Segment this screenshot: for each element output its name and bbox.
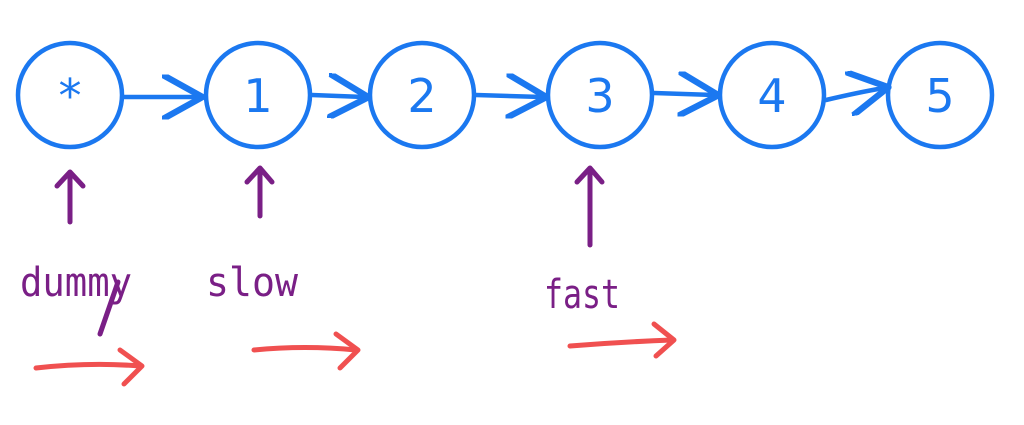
node-label: 1: [243, 69, 272, 123]
next-arrow: [473, 95, 542, 97]
node-label: 5: [925, 69, 954, 123]
slow-label: slow: [206, 260, 299, 306]
node-dummy: *: [15, 40, 125, 150]
dummy-motion-arrow: [33, 347, 145, 387]
slow-pointer-arrow: [244, 165, 275, 219]
dummy-label-tail: [97, 279, 121, 337]
node-4: 4: [717, 40, 827, 150]
node-circle: [15, 40, 125, 150]
fast-pointer-arrow: [574, 165, 605, 248]
next-arrow: [309, 95, 364, 97]
node-label: 3: [585, 69, 614, 123]
slow-motion-arrow: [251, 331, 361, 371]
next-arrow: [823, 88, 884, 100]
dummy-pointer-arrow: [54, 169, 86, 225]
node-label: 4: [757, 69, 786, 123]
next-arrows: [121, 88, 884, 100]
node-3: 3: [545, 40, 655, 150]
node-label: 2: [407, 69, 436, 123]
fast-motion-arrow: [567, 321, 677, 359]
pointer-arrows: [54, 165, 605, 248]
node-1: 1: [203, 40, 313, 150]
fast-label: fast: [544, 272, 620, 318]
next-arrow: [651, 93, 714, 95]
node-5: 5: [885, 40, 995, 150]
motion-arrows: [33, 321, 677, 387]
node-2: 2: [367, 40, 477, 150]
node-label: *: [59, 69, 82, 123]
